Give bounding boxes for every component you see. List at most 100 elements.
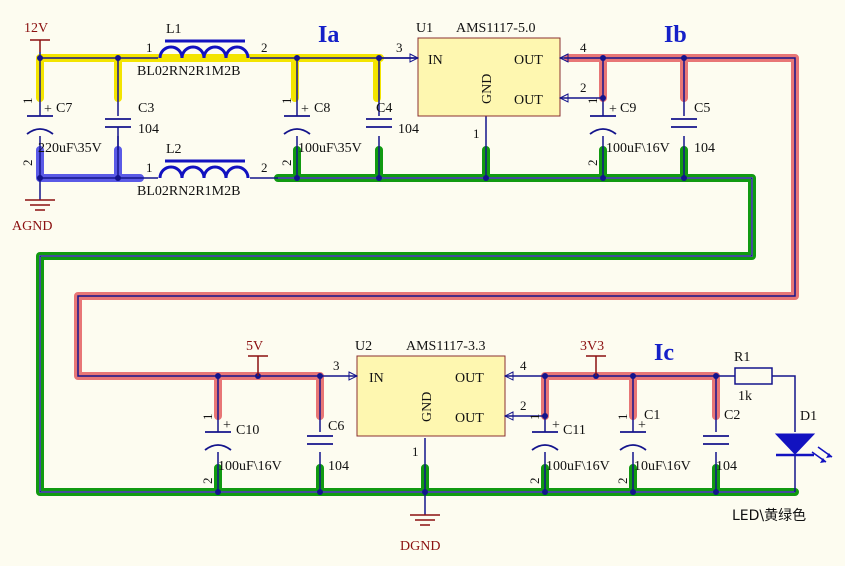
capacitor-c1-ref: C1 xyxy=(644,408,660,423)
regulator-u2-pin-in: 3 xyxy=(333,358,340,373)
capacitor-c5[interactable]: C5 104 xyxy=(671,101,715,156)
capacitor-c7-ref: C7 xyxy=(56,101,72,116)
capacitor-c9[interactable]: + C9 100uF\16V 1 2 xyxy=(585,98,670,167)
regulator-u2-part: AMS1117-3.3 xyxy=(406,339,485,354)
regulator-u1-out1: OUT xyxy=(514,53,543,68)
capacitor-c8-ref: C8 xyxy=(314,101,330,116)
net-label-5v: 5V xyxy=(246,339,263,354)
wire-layer xyxy=(39,52,796,515)
inductor-l1[interactable]: L1 BL02RN2R1M2B 1 2 xyxy=(137,22,268,79)
capacitor-c8-pin2: 2 xyxy=(279,160,294,167)
wire-dgnd xyxy=(39,116,795,515)
capacitor-c10-pin2: 2 xyxy=(200,478,215,485)
capacitor-c11[interactable]: + C11 100uF\16V 1 2 xyxy=(527,414,610,485)
resistor-r1[interactable]: R1 1k xyxy=(734,350,773,404)
svg-text:+: + xyxy=(223,418,231,433)
capacitor-c7-pin1: 1 xyxy=(20,98,35,105)
led-d1[interactable]: D1 LED\黄绿色 xyxy=(732,409,833,524)
current-label-ib: Ib xyxy=(664,22,687,48)
regulator-u1-pin-out1: 4 xyxy=(580,40,587,55)
net-label-agnd: AGND xyxy=(12,219,52,234)
inductor-l1-pin2: 2 xyxy=(261,40,268,55)
ground-symbol-agnd: AGND xyxy=(12,199,55,234)
highlight-3v3-net xyxy=(541,372,720,420)
inductor-l2-ref: L2 xyxy=(166,142,182,157)
wire-12v xyxy=(39,52,418,116)
regulator-u1-out2: OUT xyxy=(514,93,543,108)
regulator-u1-gnd: GND xyxy=(480,74,495,104)
regulator-u2-out1: OUT xyxy=(455,371,484,386)
capacitor-c2[interactable]: C2 104 xyxy=(703,408,740,474)
regulator-u1-pin-out2: 2 xyxy=(580,80,587,95)
regulator-u1-pin-gnd: 1 xyxy=(473,126,480,141)
regulator-u1-ref: U1 xyxy=(416,21,433,36)
capacitor-c1-pin2: 2 xyxy=(615,478,630,485)
regulator-u1[interactable]: U1 AMS1117-5.0 IN OUT OUT GND 3 4 2 1 xyxy=(396,21,587,141)
svg-text:+: + xyxy=(552,418,560,433)
capacitor-c6-value: 104 xyxy=(328,459,349,474)
capacitor-c5-ref: C5 xyxy=(694,101,710,116)
regulator-u1-pin-in: 3 xyxy=(396,40,403,55)
junction-dots xyxy=(37,55,719,495)
capacitor-c11-pin2: 2 xyxy=(527,478,542,485)
inductor-l1-part: BL02RN2R1M2B xyxy=(137,64,240,79)
wire-5v xyxy=(77,57,796,432)
capacitor-c3-value: 104 xyxy=(138,122,159,137)
power-port-3v3: 3V3 xyxy=(580,339,606,376)
capacitor-c9-pin1: 1 xyxy=(585,98,600,105)
capacitor-c10[interactable]: + C10 100uF\16V 1 2 xyxy=(200,414,282,485)
capacitor-c7[interactable]: + C7 220uF\35V 1 2 xyxy=(20,98,102,167)
capacitor-c11-value: 100uF\16V xyxy=(546,459,610,474)
capacitor-c4[interactable]: C4 104 xyxy=(366,101,419,137)
led-d1-value: LED\黄绿色 xyxy=(732,507,806,524)
current-label-ic: Ic xyxy=(654,340,674,366)
capacitor-c10-value: 100uF\16V xyxy=(218,459,282,474)
regulator-u2-out2: OUT xyxy=(455,411,484,426)
net-label-dgnd: DGND xyxy=(400,539,440,554)
capacitor-c3-ref: C3 xyxy=(138,101,154,116)
power-port-5v: 5V xyxy=(246,339,268,376)
power-port-12v: 12V xyxy=(24,21,50,52)
capacitor-c11-ref: C11 xyxy=(563,423,586,438)
svg-text:+: + xyxy=(609,102,617,117)
regulator-u2-in: IN xyxy=(369,371,384,386)
regulator-u2-pin-out2: 2 xyxy=(520,398,527,413)
svg-text:+: + xyxy=(301,102,309,117)
capacitor-c9-value: 100uF\16V xyxy=(606,141,670,156)
highlight-dgnd-net xyxy=(36,146,799,496)
led-d1-ref: D1 xyxy=(800,409,817,424)
capacitor-c7-value: 220uF\35V xyxy=(38,141,102,156)
capacitor-c10-pin1: 1 xyxy=(200,414,215,421)
capacitor-c4-value: 104 xyxy=(398,122,419,137)
inductor-l2-part: BL02RN2R1M2B xyxy=(137,184,240,199)
capacitor-c2-value: 104 xyxy=(716,459,737,474)
inductor-l2-pin2: 2 xyxy=(261,160,268,175)
svg-text:+: + xyxy=(638,418,646,433)
capacitor-c8-pin1: 1 xyxy=(279,98,294,105)
capacitor-c2-ref: C2 xyxy=(724,408,740,423)
capacitor-c7-pin2: 2 xyxy=(20,160,35,167)
resistor-r1-value: 1k xyxy=(738,389,752,404)
regulator-u2-pin-out1: 4 xyxy=(520,358,527,373)
capacitor-c8[interactable]: + C8 100uF\35V 1 2 xyxy=(279,98,362,167)
svg-text:+: + xyxy=(44,102,52,117)
capacitor-c9-ref: C9 xyxy=(620,101,636,116)
regulator-u2-ref: U2 xyxy=(355,339,372,354)
regulator-u1-in: IN xyxy=(428,53,443,68)
capacitor-c1-value: 10uF\16V xyxy=(634,459,691,474)
net-label-3v3: 3V3 xyxy=(580,339,604,354)
capacitor-c4-ref: C4 xyxy=(376,101,392,116)
capacitor-c6[interactable]: C6 104 xyxy=(307,419,349,474)
inductor-l2-pin1: 1 xyxy=(146,160,153,175)
inductor-l2[interactable]: L2 BL02RN2R1M2B 1 2 xyxy=(137,142,268,199)
inductor-l1-pin1: 1 xyxy=(146,40,153,55)
regulator-u2[interactable]: U2 AMS1117-3.3 IN OUT OUT GND 3 4 2 1 xyxy=(333,339,527,459)
capacitor-c9-pin2: 2 xyxy=(585,160,600,167)
capacitor-c1-pin1: 1 xyxy=(615,414,630,421)
capacitor-c3[interactable]: C3 104 xyxy=(105,101,159,150)
capacitor-c10-ref: C10 xyxy=(236,423,259,438)
capacitor-c1[interactable]: + C1 10uF\16V 1 2 xyxy=(615,408,691,484)
current-label-ia: Ia xyxy=(318,22,339,48)
resistor-r1-ref: R1 xyxy=(734,350,750,365)
